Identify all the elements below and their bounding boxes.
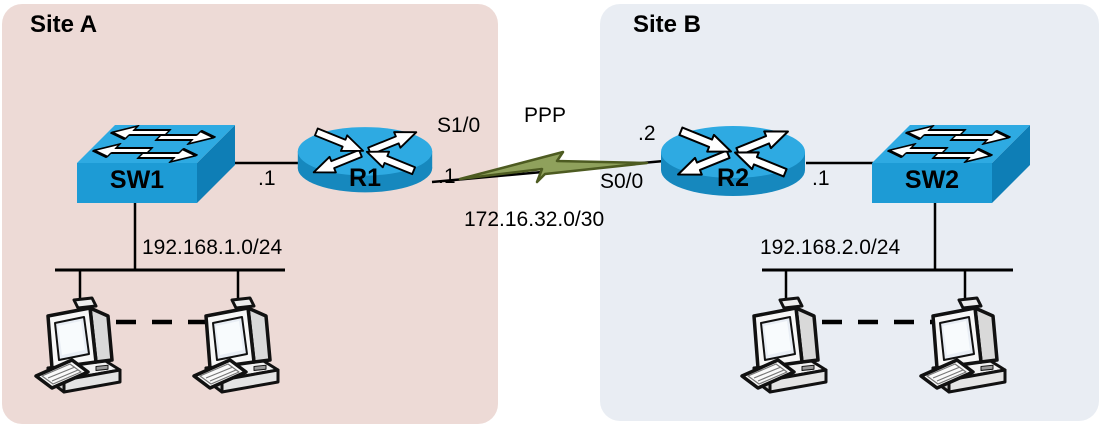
site-a-network-label: 192.168.1.0/24 xyxy=(142,236,283,259)
router-arrows-icon xyxy=(677,126,789,178)
pc-keyboard xyxy=(192,358,248,390)
sw2-label: SW2 xyxy=(904,166,960,194)
r2-lan-ip-label: .1 xyxy=(812,167,830,190)
pc-keyboard xyxy=(919,358,975,390)
pc-keyboard xyxy=(34,358,90,390)
pc-icon xyxy=(34,296,122,394)
pc-monitor xyxy=(752,296,820,370)
r2-wan-ip-label: .2 xyxy=(638,122,656,145)
switch-icon-sw2 xyxy=(872,125,1030,203)
site-b-network-label: 192.168.2.0/24 xyxy=(760,236,901,259)
sw1-label: SW1 xyxy=(109,166,165,194)
site-b-panel xyxy=(600,4,1099,421)
r1-wan-ip-label: .1 xyxy=(438,165,456,188)
wan-protocol-label: PPP xyxy=(523,104,567,127)
pc-icon xyxy=(740,296,828,394)
pc-keyboard xyxy=(740,358,796,390)
r2-label: R2 xyxy=(717,164,749,192)
pc-monitor xyxy=(46,296,114,370)
pc-icon xyxy=(919,296,1007,394)
r1-label: R1 xyxy=(349,164,381,192)
r1-lan-ip-label: .1 xyxy=(258,167,276,190)
pc-monitor xyxy=(931,296,999,370)
switch-side-face xyxy=(992,125,1030,203)
switch-top-face xyxy=(77,125,235,163)
switch-front-face xyxy=(77,163,197,203)
switch-arrows-icon xyxy=(92,125,216,163)
switch-top-face xyxy=(872,125,1030,163)
router-icon-r2 xyxy=(661,126,805,196)
lightning-bolt-icon xyxy=(458,150,649,184)
switch-front-face xyxy=(872,163,992,203)
switch-icon-sw1 xyxy=(77,125,235,203)
r2-wan-interface-label: S0/0 xyxy=(600,170,644,193)
switch-side-face xyxy=(197,125,235,203)
router-arrows-icon xyxy=(312,127,418,176)
switch-arrows-icon xyxy=(887,125,1011,163)
pc-icon xyxy=(192,296,280,394)
router-icon-r1 xyxy=(297,127,433,193)
site-a-title: Site A xyxy=(30,11,98,38)
lightning-bolt-shape xyxy=(458,150,649,184)
r1-wan-interface-label: S1/0 xyxy=(437,114,481,137)
wan-network-label: 172.16.32.0/30 xyxy=(464,208,605,231)
site-b-title: Site B xyxy=(633,11,702,38)
pc-monitor xyxy=(204,296,272,370)
